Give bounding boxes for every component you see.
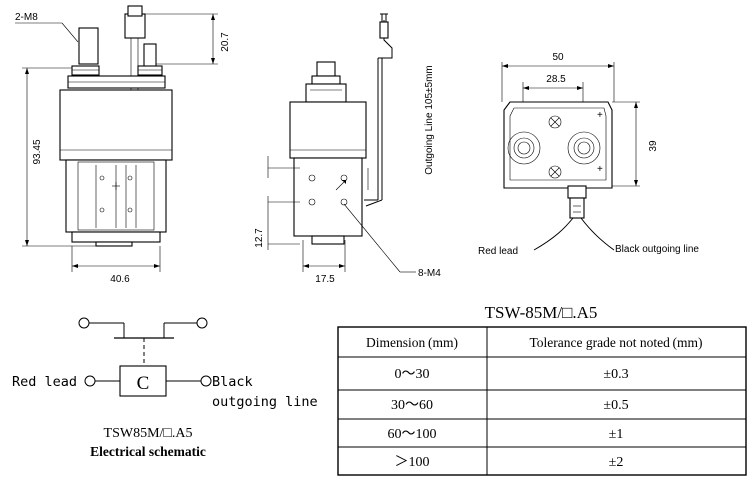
- table-cell-r4-tol: ±2: [609, 455, 624, 470]
- side-view: Outgoing Line 105±5mm 12.7 17.5: [254, 13, 441, 285]
- table-cell-r3-dim: 60～100: [388, 427, 437, 442]
- top-red-lead-label: Red lead: [478, 246, 518, 257]
- schematic-black-2: outgoing line: [212, 394, 318, 410]
- table-cell-r2-dim: 30～60: [391, 398, 433, 413]
- top-dim-depth: 39: [648, 140, 659, 152]
- schematic-model: TSW85M/□.A5: [104, 426, 193, 441]
- front-view: 2-M8: [15, 5, 231, 285]
- front-dim-clip-height: 20.7: [220, 32, 231, 52]
- top-dim-pitch: 28.5: [546, 74, 566, 85]
- schematic-red-lead: Red lead: [12, 374, 77, 390]
- front-thread-label: 2-M8: [15, 12, 38, 23]
- table-header-tolerance: Tolerance grade not noted (mm): [529, 335, 702, 350]
- top-plus-mark-2: +: [597, 164, 603, 175]
- tolerance-table: TSW-85M/□.A5 Dimension (mm) Tolerance gr…: [337, 303, 747, 476]
- top-black-line-label: Black outgoing line: [615, 244, 699, 255]
- side-dim-height: 12.7: [254, 228, 265, 248]
- table-cell-r1-dim: 0～30: [395, 367, 430, 382]
- table-cell-r4-dim: ＞100: [395, 455, 430, 470]
- front-terminal-stud: [78, 27, 99, 65]
- top-connector: [567, 185, 587, 199]
- top-view: 50 28.5 39 + +: [478, 52, 699, 257]
- front-dim-width: 40.6: [110, 274, 130, 285]
- table-cell-r1-tol: ±0.3: [603, 367, 628, 382]
- side-lead-length: Outgoing Line 105±5mm: [424, 65, 435, 174]
- top-terminal-left: [507, 131, 541, 165]
- front-dim-height: 93.45: [32, 139, 43, 164]
- schematic-caption: Electrical schematic: [90, 444, 206, 459]
- front-coil-clip: [124, 13, 146, 39]
- coil-label: C: [137, 373, 150, 394]
- top-plus-mark: +: [597, 110, 603, 121]
- electrical-schematic: C Red lead Black outgoing line TSW85M/□.…: [12, 317, 318, 459]
- coil-box: [119, 365, 167, 397]
- side-dim-width: 17.5: [315, 274, 335, 285]
- table-cell-r2-tol: ±0.5: [603, 398, 628, 413]
- top-housing: [503, 101, 613, 189]
- side-housing: [289, 101, 367, 159]
- side-coil-can: [293, 157, 363, 237]
- schematic-black-1: Black: [212, 374, 253, 390]
- top-dim-width: 50: [552, 52, 564, 63]
- front-housing: [59, 89, 173, 161]
- side-screw-label: 8-M4: [418, 268, 441, 279]
- top-terminal-right: [567, 131, 601, 165]
- table-title: TSW-85M/□.A5: [485, 303, 598, 322]
- table-header-dimension: Dimension (mm): [366, 335, 458, 350]
- table-cell-r3-tol: ±1: [609, 427, 624, 442]
